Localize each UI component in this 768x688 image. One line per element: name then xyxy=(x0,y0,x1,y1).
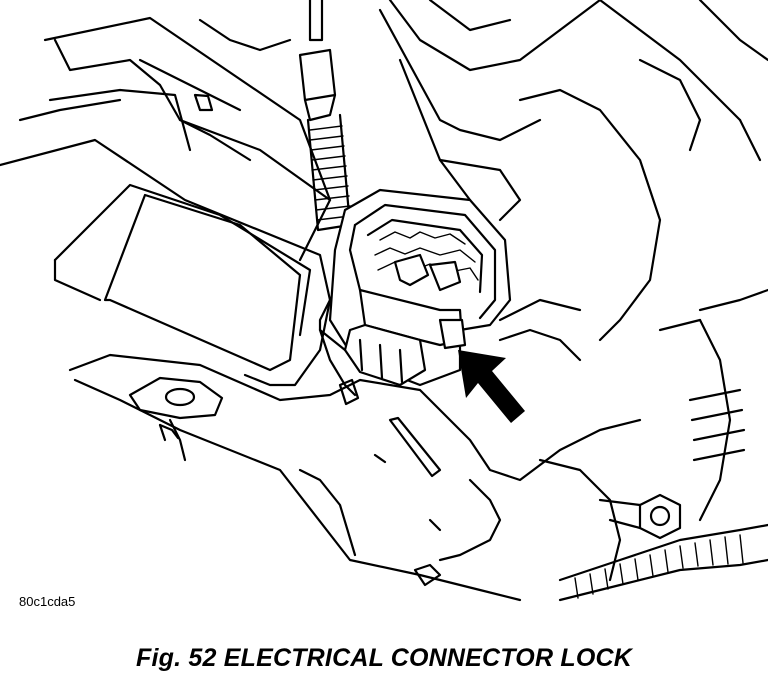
coiled-hose xyxy=(558,523,768,602)
ribbed-cylinder xyxy=(658,288,768,522)
hex-bolt xyxy=(598,493,682,540)
mounting-plate xyxy=(68,353,642,602)
connector-lock-illustration xyxy=(0,0,768,602)
clip-tab xyxy=(158,378,360,442)
right-tube xyxy=(378,0,768,342)
figure-code: 80c1cda5 xyxy=(19,594,76,609)
bolt-boss xyxy=(128,376,224,462)
support-arc xyxy=(498,298,622,582)
arrow-indicator xyxy=(458,350,525,423)
figure-caption: Fig. 52 ELECTRICAL CONNECTOR LOCK xyxy=(136,644,632,672)
housing-bracket xyxy=(0,16,332,387)
electrical-connector xyxy=(318,188,512,397)
wire-harness xyxy=(298,0,352,232)
